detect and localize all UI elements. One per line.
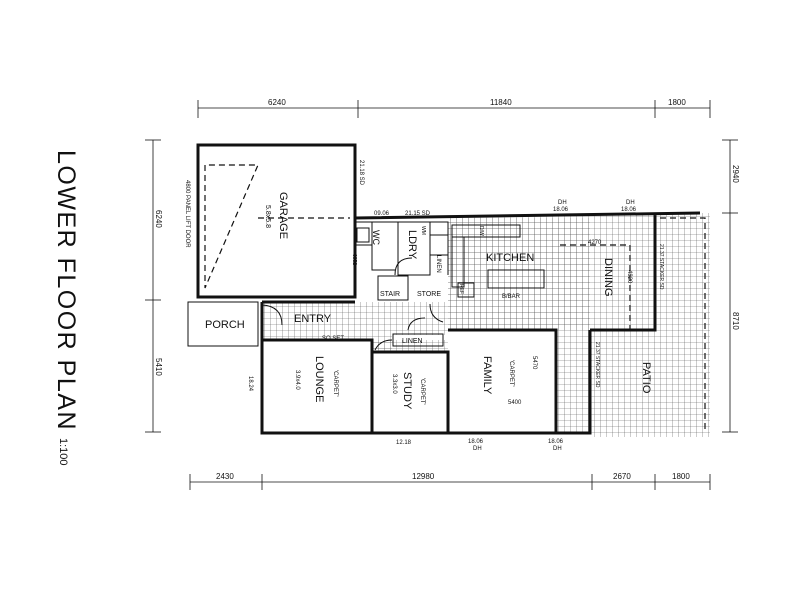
- dim-bottom-2: 12980: [412, 472, 435, 481]
- label-dh-right: DH: [626, 200, 635, 206]
- plan-title-text: LOWER FLOOR PLAN: [52, 150, 80, 431]
- label-5470: 5470: [531, 356, 537, 370]
- label-dh-b2-code: 18.06: [548, 439, 564, 445]
- label-0952: 0952: [351, 254, 357, 265]
- label-bbar: B/BAR: [502, 294, 521, 300]
- label-sq-set: SQ SET: [322, 336, 344, 342]
- room-label-linen: LINEN: [402, 338, 423, 345]
- dim-top-3: 1800: [668, 98, 686, 107]
- room-label-linen-hall: LINEN: [435, 255, 441, 273]
- label-1824: 18.24: [247, 376, 253, 392]
- room-label-store: STORE: [417, 291, 441, 298]
- porch-outline: [187, 301, 259, 347]
- kitchen-island: [487, 269, 545, 289]
- plan-scale: 1:100: [57, 438, 69, 466]
- label-4820: 4820: [626, 270, 632, 284]
- dim-left-1: 6240: [154, 210, 163, 228]
- dim-left-2: 5410: [154, 358, 163, 376]
- room-label-study-size: 3.3x3.0: [391, 374, 397, 394]
- label-ref: REF: [458, 284, 464, 294]
- plan-title: LOWER FLOOR PLAN: [52, 150, 80, 431]
- room-label-wc: WC: [371, 230, 381, 245]
- kitchen-bench: [451, 224, 521, 238]
- room-label-porch: PORCH: [205, 319, 245, 331]
- room-label-dining: DINING: [602, 258, 614, 297]
- room-label-study-floor: 'CARPET': [419, 378, 425, 405]
- dim-bottom-3: 2670: [613, 472, 631, 481]
- room-label-family-floor: 'CARPET': [508, 360, 514, 387]
- label-stacker-top: 21.37 STACKER SD: [658, 244, 664, 290]
- room-label-kitchen: KITCHEN: [486, 252, 534, 264]
- label-dw: D/W: [478, 226, 484, 236]
- label-dh-left-code: 18.06: [553, 207, 569, 213]
- walls: [187, 143, 706, 435]
- dim-bottom-4: 1800: [672, 472, 690, 481]
- label-dh-right-code: 18.06: [621, 207, 637, 213]
- room-label-stair: STAIR: [380, 291, 400, 298]
- label-5400: 5400: [508, 400, 522, 406]
- room-label-patio: PATIO: [640, 362, 652, 394]
- fridge-space: [457, 282, 475, 298]
- label-sd-21-18: 21.18 SD: [358, 160, 364, 186]
- door-swings: [261, 257, 444, 351]
- room-label-ldry: LDRY: [406, 230, 418, 260]
- label-dh-b1: DH: [473, 446, 482, 452]
- dim-right-2: 8710: [731, 312, 740, 330]
- label-w-09-06: 09.06: [374, 211, 390, 217]
- dim-bottom-1: 2430: [216, 472, 234, 481]
- label-sd-21-15: 21.15 SD: [405, 211, 431, 217]
- dim-right-1: 2940: [731, 165, 740, 183]
- label-wm: WM: [420, 226, 426, 235]
- room-label-family: FAMILY: [481, 356, 493, 395]
- annotations: 21.18 SD 09.06 21.15 SD DH 18.06 DH 18.0…: [247, 160, 664, 452]
- label-dh-left: DH: [558, 200, 567, 206]
- plan-scale-text: 1:100: [57, 438, 69, 466]
- room-label-garage: GARAGE: [277, 192, 289, 239]
- room-label-garage-size: 5.8x5.8: [264, 205, 271, 228]
- room-label-lounge-floor: 'CARPET': [332, 370, 338, 397]
- label-dh-b1-code: 18.06: [468, 439, 484, 445]
- label-stacker-bottom: 21.37 STACKER SD: [594, 342, 600, 388]
- wc-pan: [356, 227, 370, 243]
- dimension-lines: [145, 100, 738, 490]
- tiled-floor: [262, 213, 710, 437]
- room-label-lounge: LOUNGE: [313, 356, 325, 402]
- dim-top-2: 11840: [490, 98, 512, 107]
- label-1218: 12.18: [396, 440, 412, 446]
- room-label-lounge-size: 3.9x4.0: [294, 370, 300, 390]
- dim-top-1: 6240: [268, 98, 286, 107]
- garage-door-label: 4800 PANEL LIFT DOOR: [184, 180, 190, 248]
- label-dh-b2: DH: [553, 446, 562, 452]
- room-labels: GARAGE 5.8x5.8 4800 PANEL LIFT DOOR PORC…: [184, 180, 652, 410]
- label-4270: 4270: [588, 240, 602, 246]
- dimension-labels: 6240 11840 1800 2430 12980 2670 1800 624…: [154, 98, 740, 481]
- room-label-study: STUDY: [401, 372, 413, 410]
- stair-outline: [377, 275, 409, 301]
- linen-cupboard: [392, 333, 444, 347]
- room-label-entry: ENTRY: [294, 313, 332, 325]
